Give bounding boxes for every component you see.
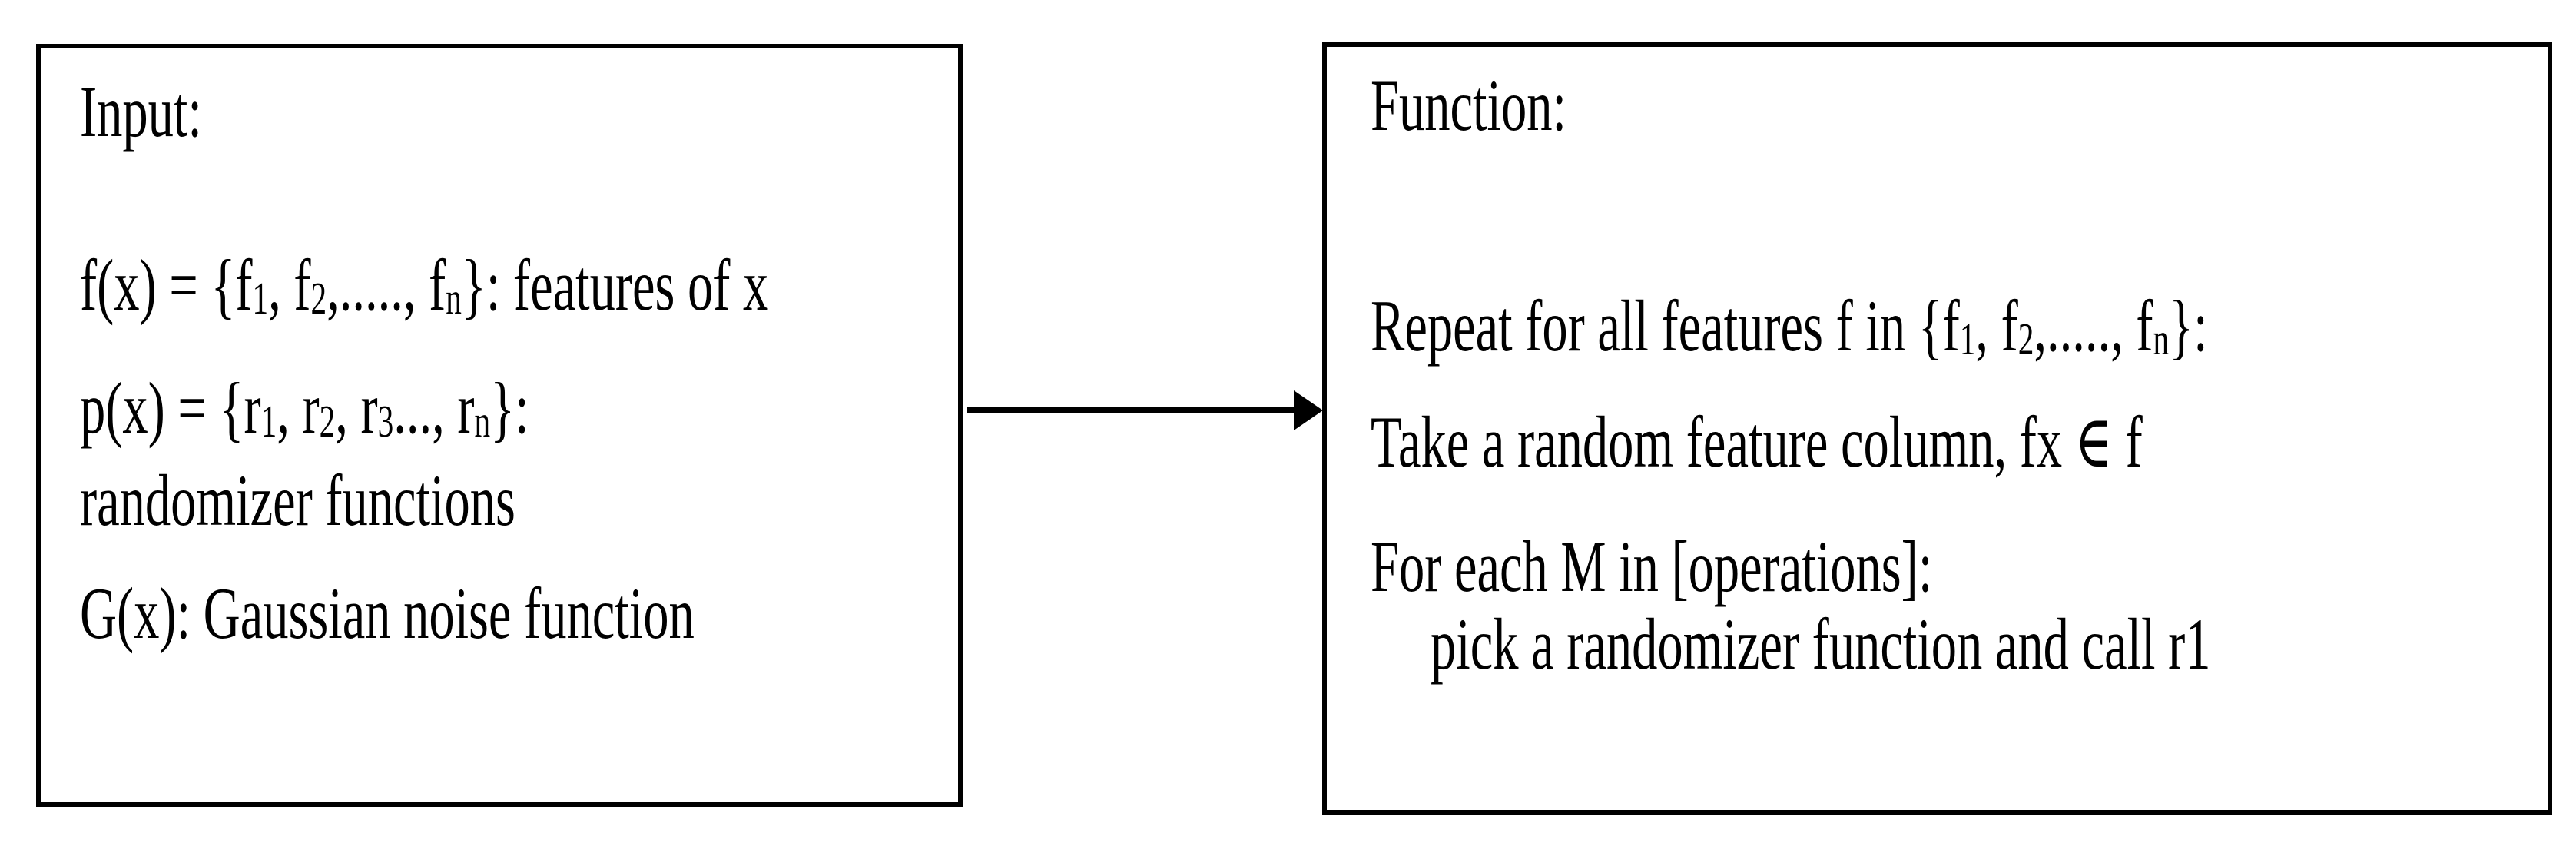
pick-randomizer-line: pick a randomizer function and call r1: [1431, 603, 2211, 685]
arrow-line: [967, 407, 1295, 413]
randomizer-definition-line-2: randomizer functions: [80, 460, 516, 541]
repeat-features-line: Repeat for all features f in {f1, f2,...…: [1371, 285, 2208, 367]
for-each-operation-line: For each M in [operations]:: [1371, 526, 1933, 607]
take-random-column-line: Take a random feature column, fx ∈ f: [1371, 401, 2143, 483]
function-box: Function: Repeat for all features f in {…: [1322, 42, 2552, 815]
arrow-right-icon: [1294, 390, 1323, 430]
function-box-title: Function:: [1371, 65, 1566, 146]
input-box-title: Input:: [80, 71, 202, 152]
randomizer-definition-line: p(x) = {r1, r2, r3..., rn}:: [80, 367, 529, 449]
input-box: Input: f(x) = {f1, f2,....., fn}: featur…: [36, 44, 963, 807]
features-definition-line: f(x) = {f1, f2,....., fn}: features of x: [80, 244, 769, 326]
gaussian-noise-line: G(x): Gaussian noise function: [80, 573, 695, 654]
